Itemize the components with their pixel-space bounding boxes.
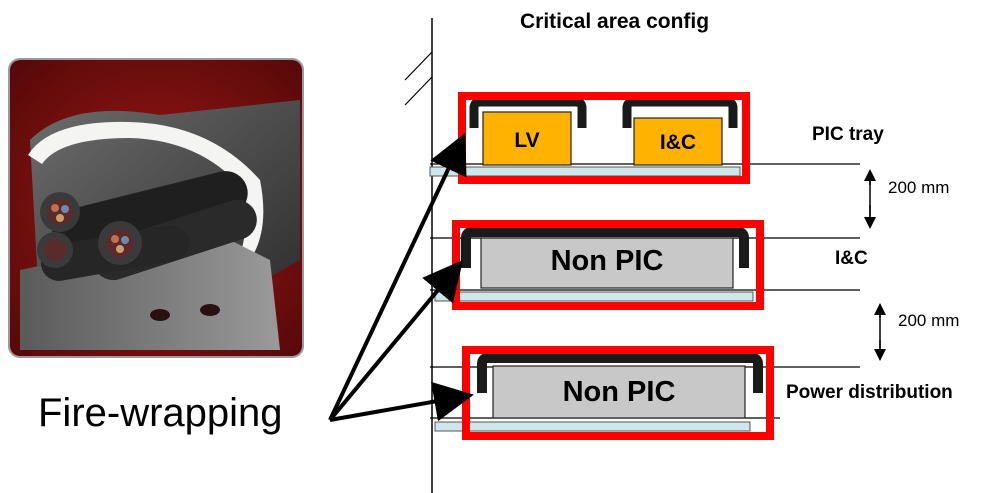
lv-box bbox=[482, 111, 572, 166]
spacing-lower-label: 200 mm bbox=[898, 311, 960, 330]
arrow-to-power-tray bbox=[329, 381, 474, 422]
lv-wrap-cap bbox=[469, 97, 587, 128]
ic-box-label: I&C bbox=[660, 131, 696, 154]
power-tray-rail bbox=[434, 421, 751, 432]
power-tray-label: Power distribution bbox=[786, 382, 953, 403]
ic-tray-label: I&C bbox=[835, 248, 868, 269]
diagram-title: Critical area config bbox=[520, 10, 710, 33]
pic-tray-label: PIC tray bbox=[812, 124, 884, 145]
wall-hatch bbox=[404, 76, 433, 106]
power-non-pic-label: Non PIC bbox=[563, 376, 676, 408]
power-tray-wrap-cap bbox=[477, 353, 763, 393]
ic-tray-rail bbox=[434, 291, 754, 302]
lv-label: LV bbox=[514, 129, 539, 152]
ic-non-pic-box bbox=[480, 237, 734, 289]
ic-non-pic-label: Non PIC bbox=[551, 245, 664, 277]
fire-wrap-photo-graphic bbox=[10, 60, 302, 356]
wall-hatch bbox=[404, 51, 433, 81]
ic-wrap-cap bbox=[622, 97, 738, 128]
spacing-upper-label: 200 mm bbox=[888, 178, 950, 197]
fire-wrapping-label: Fire-wrapping bbox=[38, 391, 283, 435]
arrow-to-ic-tray bbox=[328, 259, 464, 422]
arrow-to-pic-tray bbox=[328, 132, 467, 421]
pic-tray-rail bbox=[429, 166, 741, 177]
power-non-pic-box bbox=[492, 365, 746, 419]
fire-wrap-photo bbox=[8, 58, 304, 358]
ic-box bbox=[633, 117, 723, 166]
ic-tray-wrap-cap bbox=[461, 227, 749, 268]
